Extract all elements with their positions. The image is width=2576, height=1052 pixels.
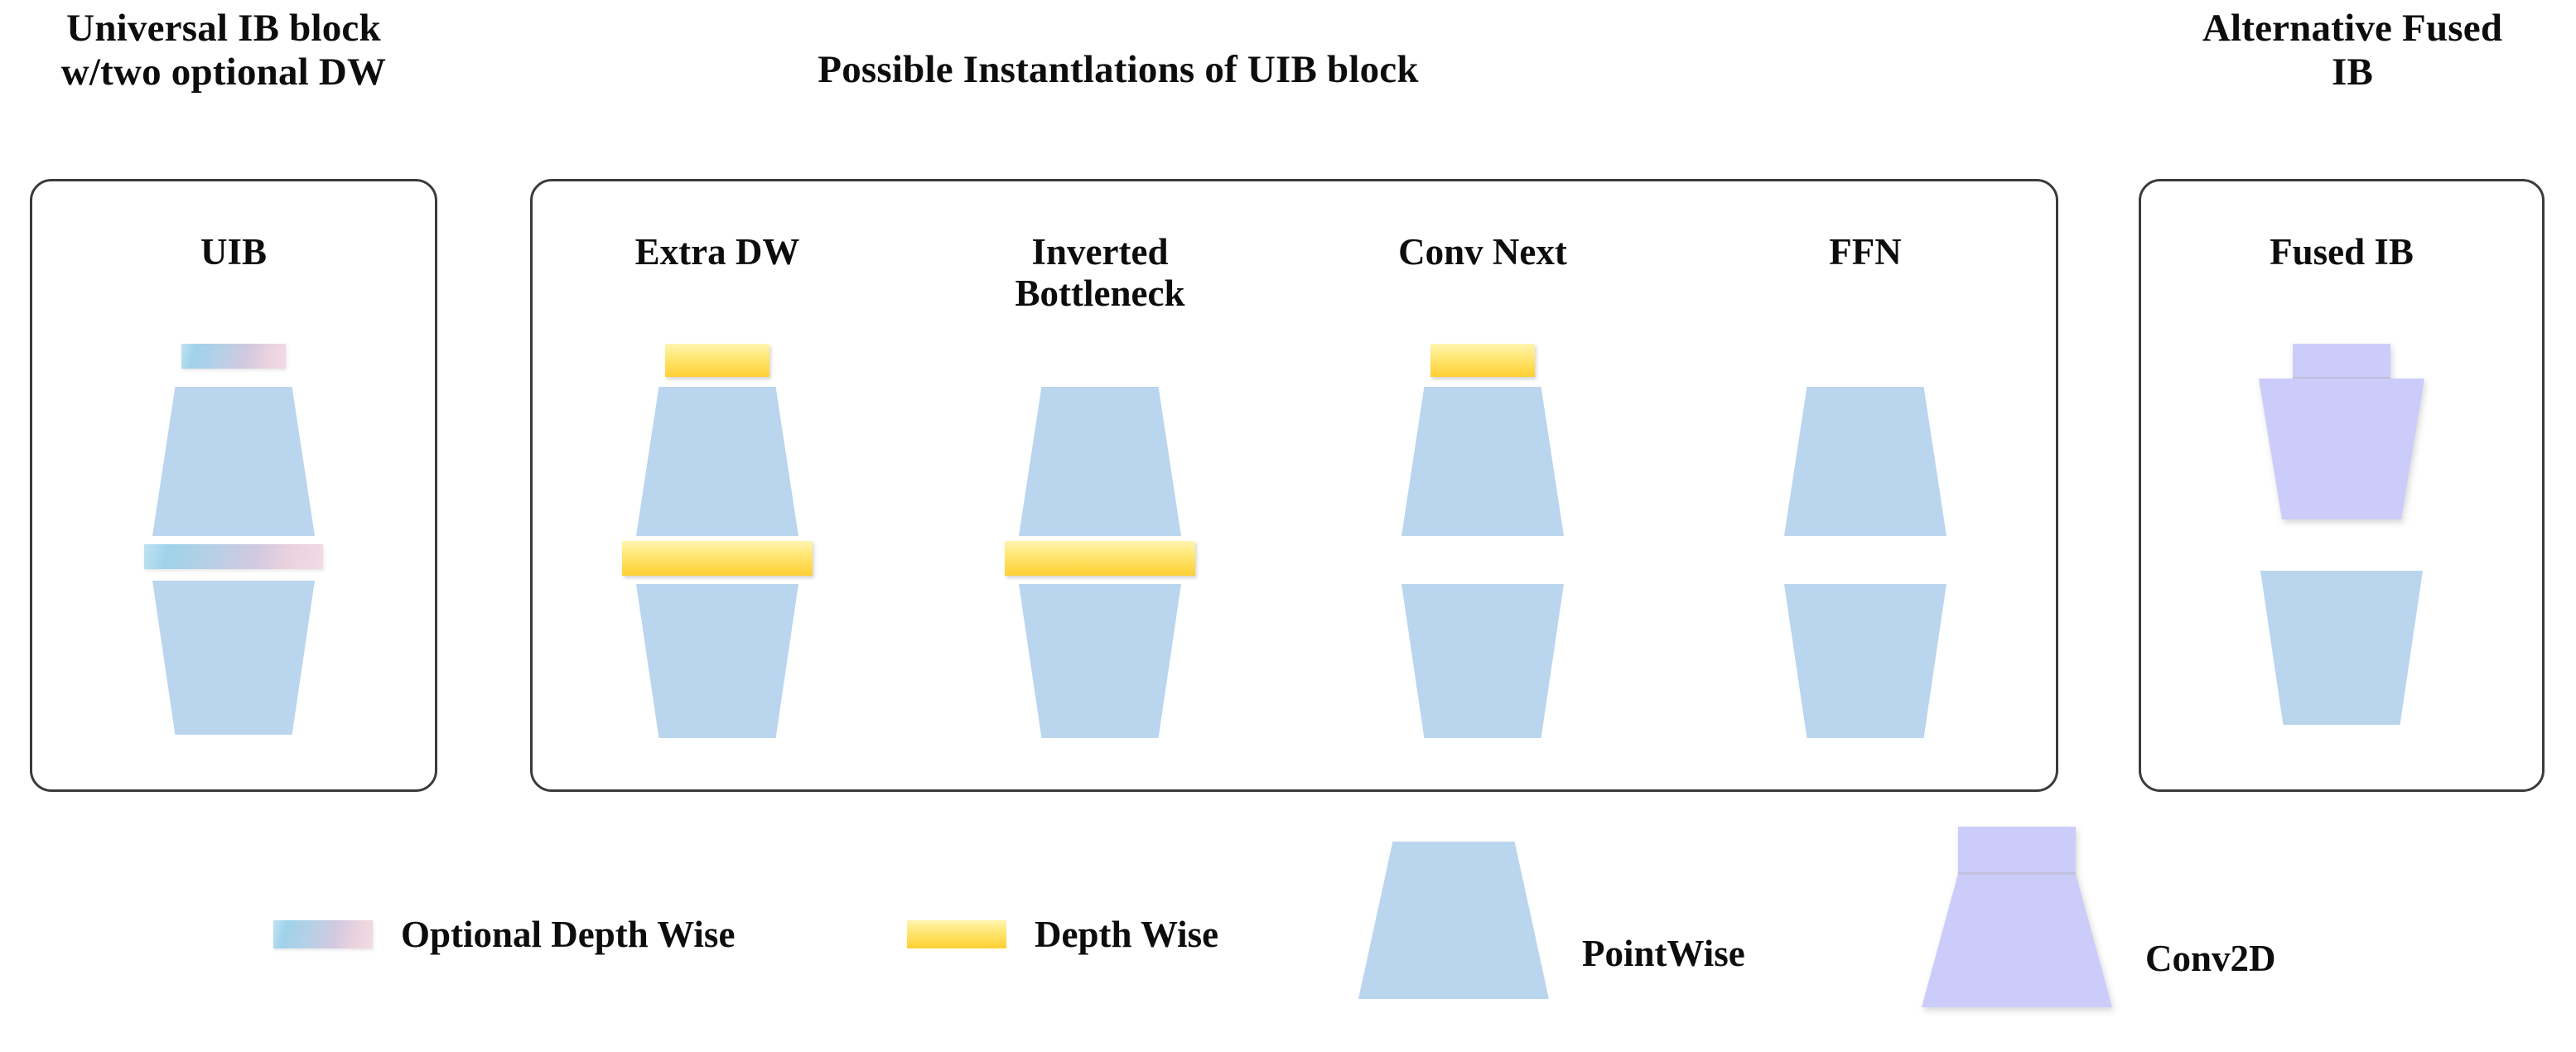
conv2d-body [2259, 379, 2424, 519]
block-label-fused-ib: Fused IB [2270, 231, 2414, 273]
pointwise-trapezoid-expand [1784, 387, 1946, 536]
block-column-ffn: FFN [1729, 181, 2002, 789]
depthwise-bar-middle [1005, 541, 1195, 576]
legend-label-optional-depth-wise: Optional Depth Wise [401, 914, 736, 955]
legend-label-conv2d: Conv2D [2145, 938, 2276, 979]
legend-label-depth-wise: Depth Wise [1035, 914, 1219, 955]
pointwise-trapezoid-project [152, 581, 315, 735]
pointwise-trapezoid-expand [1401, 387, 1564, 536]
optional-depthwise-bar-top [181, 344, 286, 369]
block-column-inverted-bottleneck: Inverted Bottleneck [963, 181, 1237, 789]
section-title-universal-ib: Universal IB block w/two optional DW [60, 7, 387, 94]
pointwise-trapezoid-project [1784, 584, 1946, 738]
optional-depthwise-swatch [273, 920, 373, 948]
legend-item-depth-wise: Depth Wise [907, 913, 1218, 956]
conv2d-swatch-body [1922, 875, 2112, 1007]
legend-label-pointwise: PointWise [1582, 933, 1745, 974]
block-label-inverted-bottleneck: Inverted Bottleneck [1015, 231, 1185, 315]
block-label-conv-next: Conv Next [1398, 231, 1567, 273]
panel-possible-instantiations: Extra DW Inverted Bottleneck Conv Next [530, 179, 2058, 792]
depthwise-bar-middle [622, 541, 813, 576]
block-label-uib: UIB [200, 231, 268, 273]
panel-alternative-fused-ib: Fused IB [2139, 179, 2545, 792]
pointwise-trapezoid-project [2260, 571, 2423, 725]
panel-universal-ib-block: UIB [30, 179, 437, 792]
conv2d-cap [2293, 344, 2390, 379]
section-title-possible-instantiations: Possible Instantlations of UIB block [818, 48, 1419, 91]
legend: Optional Depth Wise Depth Wise PointWise… [0, 827, 2576, 1052]
pointwise-trapezoid-project [1401, 584, 1564, 738]
pointwise-trapezoid-expand [152, 387, 315, 536]
depthwise-swatch [907, 920, 1006, 948]
conv2d-swatch-cap [1957, 827, 2077, 875]
pointwise-trapezoid-project [636, 584, 798, 738]
depthwise-bar-top [1430, 344, 1535, 377]
pointwise-trapezoid-expand [636, 387, 798, 536]
pointwise-trapezoid [1358, 842, 1549, 999]
conv2d-swatch [1922, 827, 2112, 1007]
pointwise-trapezoid-project [1019, 584, 1181, 738]
depthwise-bar-top [665, 344, 769, 377]
pointwise-trapezoid-expand [1019, 387, 1181, 536]
optional-depthwise-bar-middle [144, 544, 323, 569]
section-title-alternative-fused-ib: Alternative Fused IB [2202, 7, 2503, 94]
legend-item-optional-depth-wise: Optional Depth Wise [273, 913, 735, 956]
block-column-fused-ib: Fused IB [2205, 181, 2478, 789]
conv2d-shape [2259, 344, 2424, 519]
block-label-ffn: FFN [1829, 231, 1902, 273]
legend-item-pointwise: PointWise [1358, 842, 1745, 999]
block-label-extra-dw: Extra DW [634, 231, 800, 273]
block-column-extra-dw: Extra DW [581, 181, 854, 789]
block-column-uib: UIB [97, 181, 370, 789]
legend-item-conv2d: Conv2D [1922, 827, 2276, 1007]
block-column-conv-next: Conv Next [1346, 181, 1619, 789]
